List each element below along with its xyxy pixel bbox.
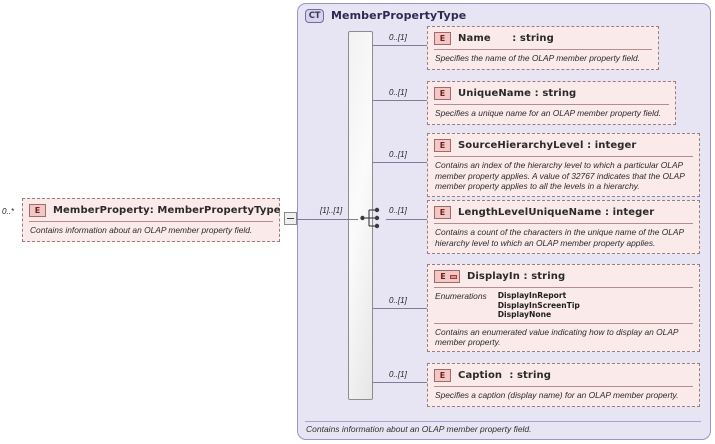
element-header: E UniqueName : string <box>428 82 675 104</box>
element-documentation: Contains an enumerated value indicating … <box>435 326 679 348</box>
connector-line <box>373 100 428 101</box>
child-occurrence: 0..[1] <box>389 296 407 305</box>
sequence-icon[interactable] <box>360 205 386 231</box>
element-documentation: Contains information about an OLAP membe… <box>30 225 253 235</box>
complextype-header: CT MemberPropertyType <box>305 7 466 24</box>
minus-box-icon[interactable] <box>284 212 297 225</box>
connector-line <box>386 219 428 220</box>
element-name: DisplayIn : string <box>467 270 566 282</box>
element-documentation: Specifies the name of the OLAP member pr… <box>435 53 640 63</box>
element-documentation: Contains an index of the hierarchy level… <box>435 160 685 192</box>
element-divider <box>434 322 693 324</box>
element-documentation: Contains a count of the characters in th… <box>435 227 684 248</box>
element-divider <box>434 156 693 157</box>
connector-line <box>373 382 428 383</box>
element-icon: E <box>29 203 46 217</box>
element-box-uniquename[interactable]: E UniqueName : string Specifies a unique… <box>427 81 676 125</box>
element-box-name[interactable]: E Name : string Specifies the name of th… <box>427 26 659 70</box>
element-box-sourcehierarchylevel[interactable]: E SourceHierarchyLevel : integer Contain… <box>427 133 700 197</box>
element-name: Caption : string <box>458 369 551 381</box>
element-divider <box>434 223 693 224</box>
complextype-documentation: Contains information about an OLAP membe… <box>306 424 532 434</box>
element-divider <box>434 287 693 288</box>
child-occurrence: 0..[1] <box>389 88 407 97</box>
child-occurrence: 0..[1] <box>389 206 407 215</box>
element-header: E DisplayIn : string <box>428 265 699 287</box>
complextype-footer-divider <box>305 421 701 422</box>
enumeration-item: DisplayNone <box>497 310 552 320</box>
element-divider <box>434 104 669 105</box>
enumerations-block: Enumerations DisplayInReport DisplayInSc… <box>428 288 699 323</box>
enumerations-label: Enumerations <box>435 291 487 301</box>
element-box-lengthleveluniquename[interactable]: E LengthLevelUniqueName : integer Contai… <box>427 200 700 254</box>
element-box-displayin[interactable]: E DisplayIn : string Enumerations Displa… <box>427 264 700 352</box>
element-box-caption[interactable]: E Caption : string Specifies a caption (… <box>427 363 700 407</box>
connector-line <box>297 219 318 220</box>
child-occurrence: 0..[1] <box>389 370 407 379</box>
element-header: E Caption : string <box>428 364 699 386</box>
element-header: E MemberProperty: MemberPropertyType <box>23 199 281 221</box>
element-enum-icon: E <box>434 269 460 283</box>
element-header: E SourceHierarchyLevel : integer <box>428 134 699 156</box>
element-name: UniqueName : string <box>458 87 577 99</box>
element-name: LengthLevelUniqueName : integer <box>458 206 655 218</box>
element-icon: E <box>434 205 451 219</box>
element-header: E Name : string <box>428 27 658 49</box>
complextype-icon: CT <box>305 8 324 23</box>
element-name: MemberProperty: MemberPropertyType <box>53 204 281 216</box>
element-icon: E <box>434 138 451 152</box>
complextype-title: MemberPropertyType <box>331 9 467 22</box>
element-header: E LengthLevelUniqueName : integer <box>428 201 699 223</box>
source-element-occurrence: 0..* <box>2 207 15 216</box>
enumerations-values: DisplayInReport DisplayInScreenTip Displ… <box>498 291 580 320</box>
element-divider <box>434 386 693 387</box>
element-icon: E <box>434 31 451 45</box>
child-occurrence: 0..[1] <box>389 33 407 42</box>
enumeration-item: DisplayInScreenTip <box>497 300 580 310</box>
element-icon: E <box>434 368 451 382</box>
element-name: Name : string <box>458 32 554 44</box>
element-divider <box>29 221 273 222</box>
enumeration-item: DisplayInReport <box>497 291 567 300</box>
compositor-occurrence: [1]..[1] <box>320 206 343 215</box>
child-occurrence: 0..[1] <box>389 150 407 159</box>
element-name: SourceHierarchyLevel : integer <box>458 139 637 151</box>
connector-line <box>373 308 428 309</box>
element-documentation: Specifies a caption (display name) for a… <box>435 390 679 400</box>
connector-line <box>318 219 358 220</box>
element-box-memberproperty[interactable]: E MemberProperty: MemberPropertyType Con… <box>22 198 281 242</box>
element-documentation: Specifies a unique name for an OLAP memb… <box>435 108 661 118</box>
element-divider <box>434 49 652 50</box>
connector-line <box>373 45 428 46</box>
element-icon: E <box>434 86 451 100</box>
connector-line <box>373 162 428 163</box>
